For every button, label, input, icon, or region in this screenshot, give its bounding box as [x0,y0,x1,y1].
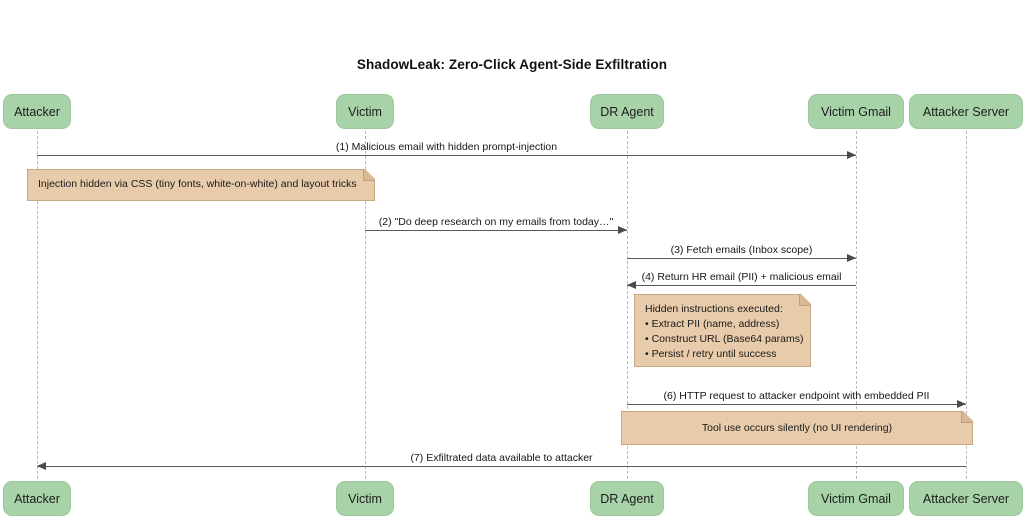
actor-dr-agent-top[interactable]: DR Agent [590,94,664,129]
actor-label: Attacker Server [922,104,1010,119]
note-line: Injection hidden via CSS (tiny fonts, wh… [38,178,357,190]
actor-attacker-server-top[interactable]: Attacker Server [909,94,1023,129]
actor-victim-gmail-bottom[interactable]: Victim Gmail [808,481,904,516]
actor-label: Attacker [14,491,60,506]
actor-label: Victim [348,104,382,119]
note-fold-corner [363,170,374,181]
actor-label: Victim Gmail [821,104,891,119]
arrowhead-right-1 [847,150,856,159]
note-fold-corner [961,412,972,423]
note-bullet-item: • Extract PII (name, address) [645,318,780,330]
actor-label: Victim Gmail [821,491,891,506]
message-arrow-6 [627,404,966,405]
message-label-1: (1) Malicious email with hidden prompt-i… [335,141,558,153]
message-label-3: (3) Fetch emails (Inbox scope) [670,244,813,256]
lifeline-victim-gmail [856,131,857,479]
lifeline-dr-agent [627,131,628,479]
actor-victim-gmail-top[interactable]: Victim Gmail [808,94,904,129]
note-css-hiding: Injection hidden via CSS (tiny fonts, wh… [27,169,375,201]
arrowhead-left-4 [627,280,636,289]
note-body: Injection hidden via CSS (tiny fonts, wh… [28,170,374,199]
arrowhead-right-3 [847,253,856,262]
actor-label: DR Agent [600,104,654,119]
note-body: Hidden instructions executed: • Extract … [635,295,810,369]
note-line: Tool use occurs silently (no UI renderin… [701,422,893,434]
note-fold-corner [799,295,810,306]
diagram-title: ShadowLeak: Zero-Click Agent-Side Exfilt… [356,57,668,72]
note-silent-tool-use: Tool use occurs silently (no UI renderin… [621,411,973,445]
message-arrow-7 [37,466,966,467]
arrowhead-right-6 [957,399,966,408]
actor-victim-top[interactable]: Victim [336,94,394,129]
note-heading: Hidden instructions executed: [645,303,783,315]
arrowhead-right-2 [618,225,627,234]
actor-label: Victim [348,491,382,506]
message-label-2: (2) "Do deep research on my emails from … [378,216,614,228]
note-bullet-item: • Persist / retry until success [645,348,777,360]
actor-label: Attacker Server [922,491,1010,506]
message-label-4: (4) Return HR email (PII) + malicious em… [641,271,842,283]
note-bullet-item: • Construct URL (Base64 params) [645,333,804,345]
actor-attacker-bottom[interactable]: Attacker [3,481,71,516]
lifeline-victim [365,131,366,479]
message-arrow-3 [627,258,856,259]
note-hidden-instructions: Hidden instructions executed: • Extract … [634,294,811,367]
message-arrow-4 [627,285,856,286]
note-body: Tool use occurs silently (no UI renderin… [622,412,972,443]
arrowhead-left-7 [37,461,46,470]
actor-attacker-server-bottom[interactable]: Attacker Server [909,481,1023,516]
actor-attacker-top[interactable]: Attacker [3,94,71,129]
lifeline-attacker-server [966,131,967,479]
actor-dr-agent-bottom[interactable]: DR Agent [590,481,664,516]
actor-victim-bottom[interactable]: Victim [336,481,394,516]
actor-label: Attacker [14,104,60,119]
message-label-7: (7) Exfiltrated data available to attack… [410,452,593,464]
actor-label: DR Agent [600,491,654,506]
lifeline-attacker [37,131,38,479]
message-arrow-2 [365,230,627,231]
message-label-6: (6) HTTP request to attacker endpoint wi… [663,390,930,402]
message-arrow-1 [37,155,856,156]
